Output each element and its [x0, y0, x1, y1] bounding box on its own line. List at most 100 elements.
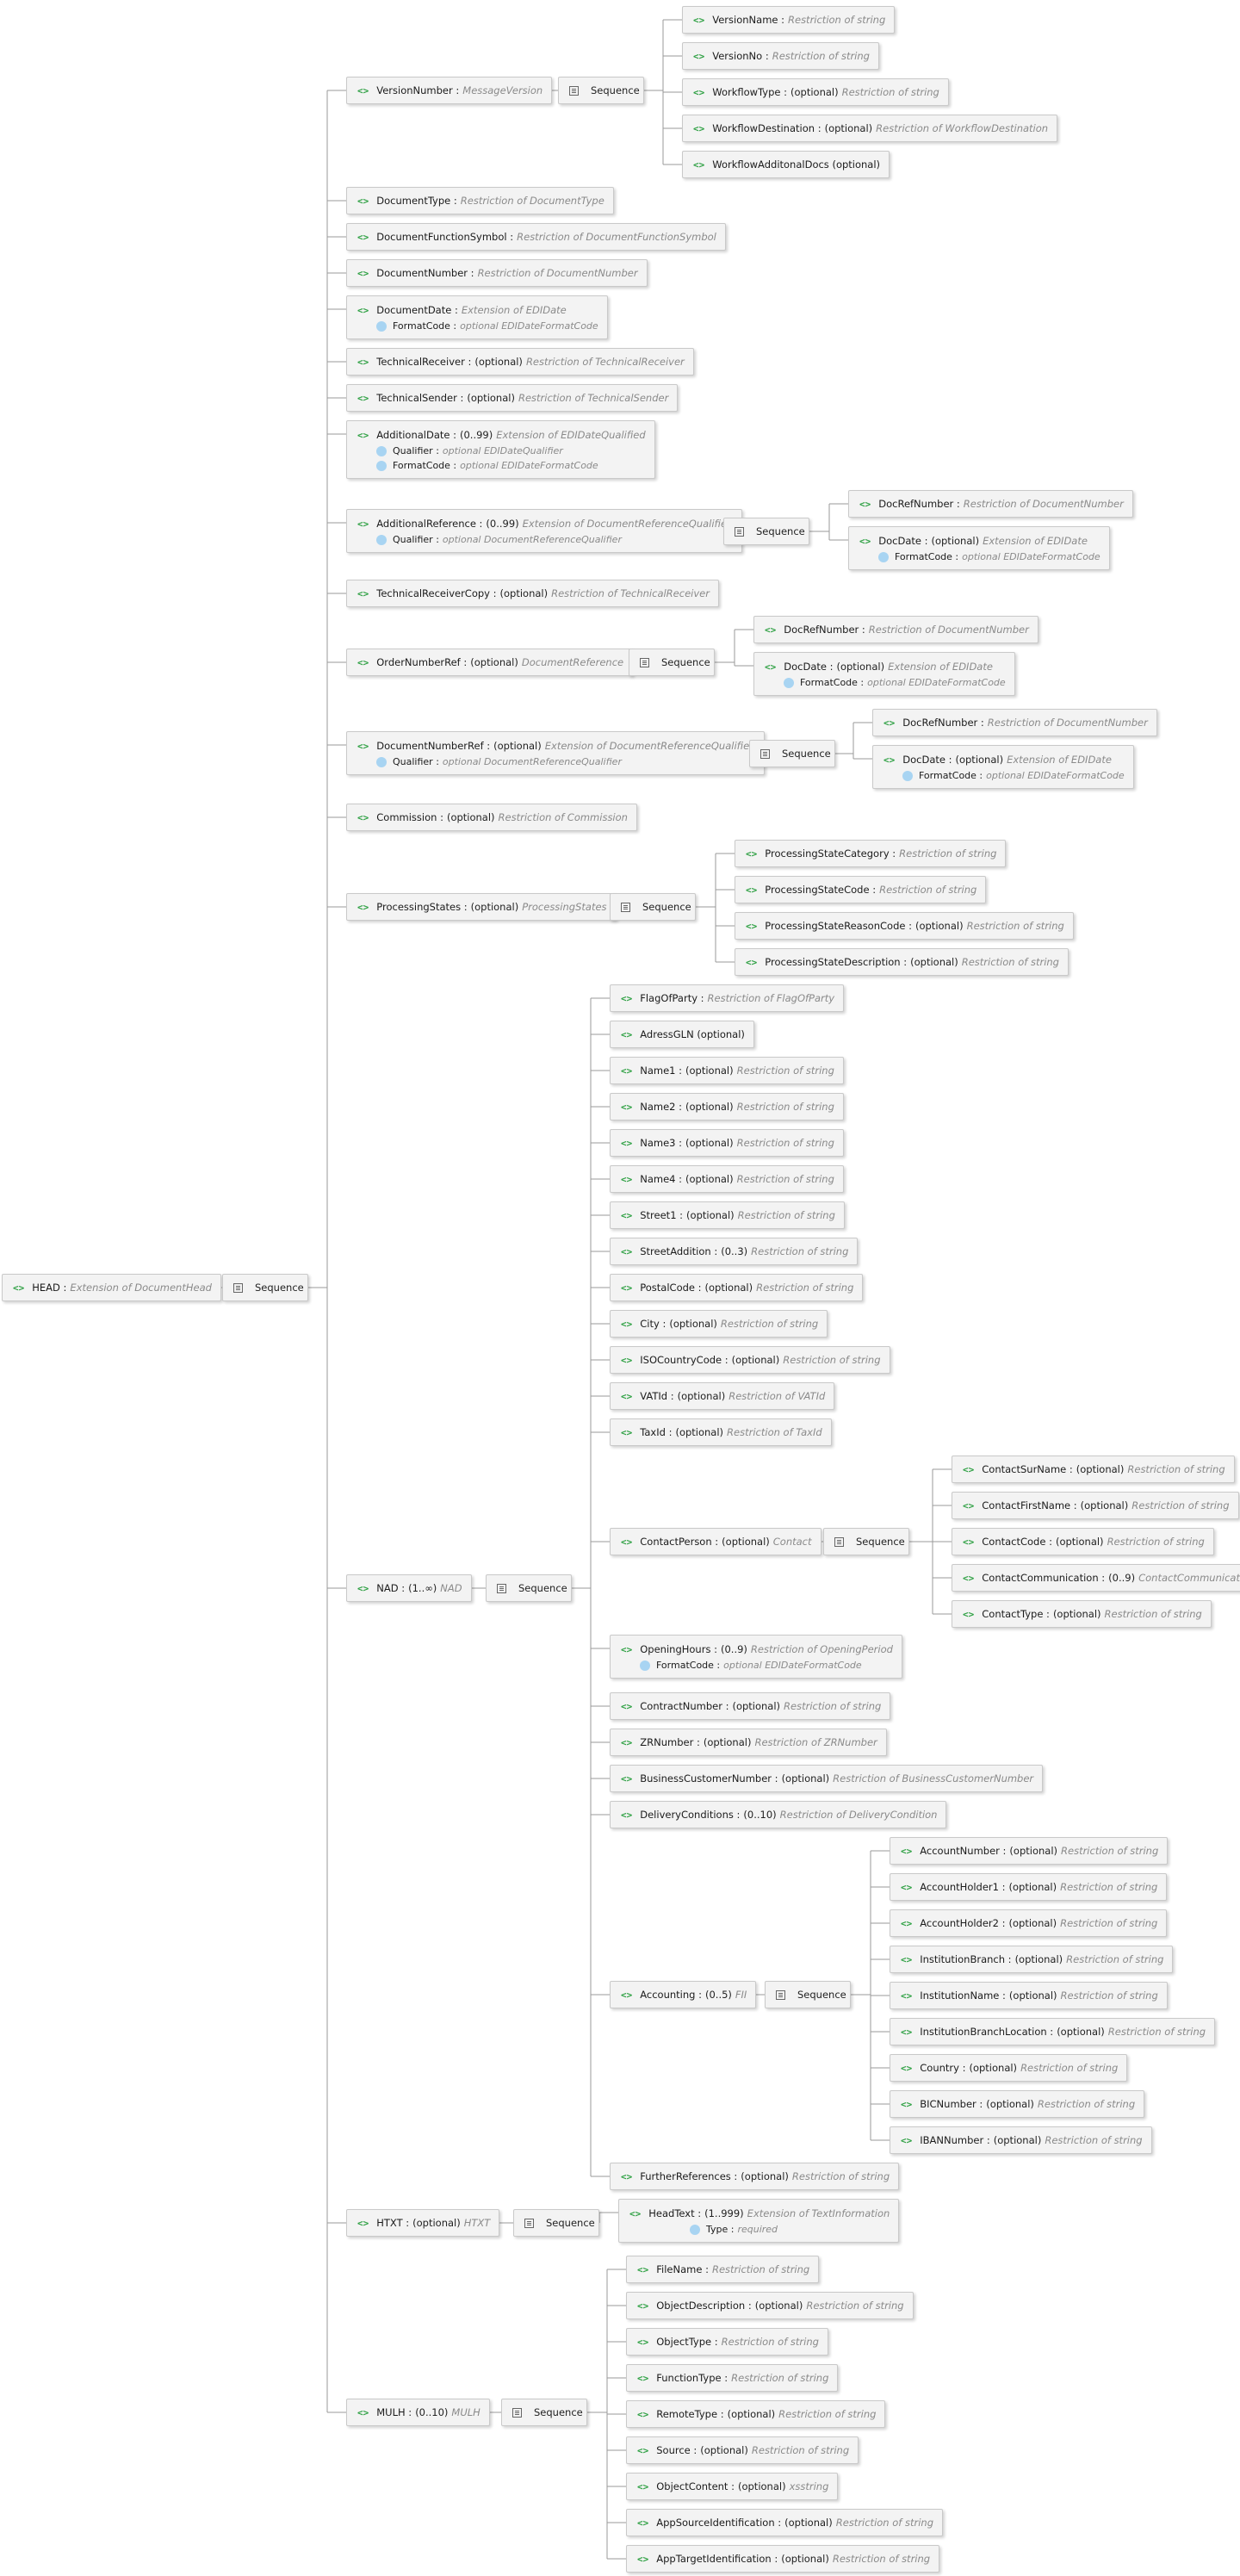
element-node-ad[interactable]: <>AdditionalDate :(0..99)Extension of ED… — [346, 420, 655, 479]
element-node-cp2[interactable]: <>ContactFirstName :(optional)Restrictio… — [952, 1492, 1239, 1519]
sequence-compositor[interactable]: Sequence — [513, 2209, 599, 2237]
element-node-n13[interactable]: <>TaxId :(optional)Restriction of TaxId — [610, 1418, 832, 1446]
sequence-compositor[interactable]: Sequence — [765, 1981, 851, 2008]
sequence-compositor[interactable]: Sequence — [558, 77, 644, 104]
sequence-compositor[interactable]: Sequence — [501, 2399, 587, 2426]
element-node-a3[interactable]: <>AccountHolder2 :(optional)Restriction … — [890, 1909, 1168, 1937]
element-node-ar1[interactable]: <>DocRefNumber :Restriction of DocumentN… — [848, 490, 1133, 518]
element-node-n4[interactable]: <>Name2 :(optional)Restriction of string — [610, 1093, 844, 1120]
element-node-vn5[interactable]: <>WorkflowAdditonalDocs (optional) — [682, 151, 890, 178]
element-node-n5[interactable]: <>Name3 :(optional)Restriction of string — [610, 1129, 844, 1157]
element-node-n1[interactable]: <>FlagOfParty :Restriction of FlagOfPart… — [610, 984, 845, 1012]
element-node-n20[interactable]: <>FurtherReferences :(optional)Restricti… — [610, 2163, 900, 2190]
element-node-vn1[interactable]: <>VersionName :Restriction of string — [682, 6, 896, 34]
element-node-on1[interactable]: <>DocRefNumber :Restriction of DocumentN… — [753, 616, 1038, 643]
element-node-m1[interactable]: <>FileName :Restriction of string — [626, 2256, 820, 2283]
sequence-compositor[interactable]: Sequence — [610, 893, 696, 921]
element-node-htxt[interactable]: <>HTXT :(optional)HTXT — [346, 2209, 500, 2237]
element-node-cp1[interactable]: <>ContactSurName :(optional)Restriction … — [952, 1456, 1235, 1483]
element-node-dnr2[interactable]: <>DocDate :(optional)Extension of EDIDat… — [872, 745, 1134, 789]
element-node-n3[interactable]: <>Name1 :(optional)Restriction of string — [610, 1057, 844, 1084]
element-node-nad[interactable]: <>NAD :(1..∞)NAD — [346, 1574, 472, 1602]
element-node-m2[interactable]: <>ObjectDescription :(optional)Restricti… — [626, 2292, 914, 2319]
element-node-cp4[interactable]: <>ContactCommunication :(0..9)ContactCom… — [952, 1564, 1240, 1592]
element-node-n17[interactable]: <>BusinessCustomerNumber :(optional)Rest… — [610, 1765, 1044, 1792]
separator: : — [675, 1065, 683, 1077]
element-node-dfs[interactable]: <>DocumentFunctionSymbol :Restriction of… — [346, 223, 726, 251]
element-node-com[interactable]: <>Commission :(optional)Restriction of C… — [346, 804, 637, 831]
element-node-tr[interactable]: <>TechnicalReceiver :(optional)Restricti… — [346, 348, 694, 376]
element-node-vn3[interactable]: <>WorkflowType :(optional)Restriction of… — [682, 78, 949, 106]
element-node-ar[interactable]: <>AdditionalReference :(0..99)Extension … — [346, 509, 743, 553]
element-node-n6[interactable]: <>Name4 :(optional)Restriction of string — [610, 1165, 844, 1193]
element-node-a2[interactable]: <>AccountHolder1 :(optional)Restriction … — [890, 1873, 1168, 1901]
element-cardinality: (optional) — [969, 2062, 1018, 2074]
element-node-oh[interactable]: <>OpeningHours :(0..9)Restriction of Ope… — [610, 1635, 902, 1679]
element-node-n11[interactable]: <>ISOCountryCode :(optional)Restriction … — [610, 1346, 890, 1374]
element-node-n10[interactable]: <>City :(optional)Restriction of string — [610, 1310, 828, 1338]
element-node-m7[interactable]: <>ObjectContent :(optional)xsstring — [626, 2473, 839, 2500]
sequence-compositor[interactable]: Sequence — [749, 740, 835, 767]
element-node-a4[interactable]: <>InstitutionBranch :(optional)Restricti… — [890, 1946, 1174, 1973]
element-node-on[interactable]: <>OrderNumberRef :(optional)DocumentRefe… — [346, 649, 634, 676]
element-node-cp5[interactable]: <>ContactType :(optional)Restriction of … — [952, 1600, 1212, 1628]
element-node-ts[interactable]: <>TechnicalSender :(optional)Restriction… — [346, 384, 679, 412]
element-node-dnr[interactable]: <>DocumentNumberRef :(optional)Extension… — [346, 731, 766, 775]
element-node-on2[interactable]: <>DocDate :(optional)Extension of EDIDat… — [753, 652, 1015, 696]
element-node-vn[interactable]: <>VersionNumber :MessageVersion — [346, 77, 553, 104]
element-node-m4[interactable]: <>FunctionType :Restriction of string — [626, 2364, 839, 2392]
element-node-cp3[interactable]: <>ContactCode :(optional)Restriction of … — [952, 1528, 1214, 1555]
element-node-m8[interactable]: <>AppSourceIdentification :(optional)Res… — [626, 2509, 943, 2536]
element-name: ContractNumber — [640, 1700, 722, 1712]
element-node-ht1[interactable]: <>HeadText :(1..999)Extension of TextInf… — [618, 2199, 900, 2243]
element-node-n2[interactable]: <>AdressGLN (optional) — [610, 1021, 754, 1048]
element-node-ps[interactable]: <>ProcessingStates :(optional)Processing… — [346, 893, 617, 921]
element-type: Restriction of string — [1066, 1953, 1164, 1965]
element-node-n7[interactable]: <>Street1 :(optional)Restriction of stri… — [610, 1201, 845, 1229]
sequence-compositor[interactable]: Sequence — [222, 1274, 308, 1301]
element-node-ps3[interactable]: <>ProcessingStateReasonCode :(optional)R… — [735, 912, 1074, 940]
element-node-mulh[interactable]: <>MULH :(0..10)MULH — [346, 2399, 490, 2426]
sequence-compositor[interactable]: Sequence — [629, 649, 715, 676]
element-node-vn2[interactable]: <>VersionNo :Restriction of string — [682, 42, 879, 70]
element-node-m5[interactable]: <>RemoteType :(optional)Restriction of s… — [626, 2400, 886, 2428]
element-node-acc[interactable]: <>Accounting :(0..5)FII — [610, 1981, 757, 2008]
root-node-head[interactable]: <> HEAD : Extension of DocumentHead — [2, 1274, 221, 1301]
element-node-ps4[interactable]: <>ProcessingStateDescription :(optional)… — [735, 948, 1069, 976]
element-node-n15[interactable]: <>ContractNumber :(optional)Restriction … — [610, 1692, 891, 1720]
element-node-m6[interactable]: <>Source :(optional)Restriction of strin… — [626, 2436, 859, 2464]
element-node-a6[interactable]: <>InstitutionBranchLocation :(optional)R… — [890, 2018, 1216, 2045]
sequence-compositor[interactable]: Sequence — [723, 518, 809, 545]
element-name: DeliveryConditions — [640, 1809, 734, 1821]
element-name: InstitutionName — [920, 1989, 1000, 2002]
element-node-dn[interactable]: <>DocumentNumber :Restriction of Documen… — [346, 259, 648, 287]
element-node-n16[interactable]: <>ZRNumber :(optional)Restriction of ZRN… — [610, 1729, 887, 1756]
element-node-m3[interactable]: <>ObjectType :Restriction of string — [626, 2328, 828, 2356]
sequence-compositor[interactable]: Sequence — [486, 1574, 572, 1602]
element-node-a9[interactable]: <>IBANNumber :(optional)Restriction of s… — [890, 2126, 1152, 2154]
element-node-a8[interactable]: <>BICNumber :(optional)Restriction of st… — [890, 2090, 1145, 2118]
element-node-a7[interactable]: <>Country :(optional)Restriction of stri… — [890, 2054, 1128, 2082]
separator: : — [489, 587, 497, 599]
element-node-dt[interactable]: <>DocumentType :Restriction of DocumentT… — [346, 187, 614, 214]
element-node-a5[interactable]: <>InstitutionName :(optional)Restriction… — [890, 1982, 1168, 2009]
sequence-compositor[interactable]: Sequence — [823, 1528, 909, 1555]
element-cardinality: (optional) — [790, 86, 839, 98]
element-node-a1[interactable]: <>AccountNumber :(optional)Restriction o… — [890, 1837, 1169, 1865]
element-node-ps1[interactable]: <>ProcessingStateCategory :Restriction o… — [735, 840, 1007, 867]
element-node-n8[interactable]: <>StreetAddition :(0..3)Restriction of s… — [610, 1238, 859, 1265]
element-node-m9[interactable]: <>AppTargetIdentification :(optional)Res… — [626, 2545, 940, 2573]
element-node-ar2[interactable]: <>DocDate :(optional)Extension of EDIDat… — [848, 526, 1110, 570]
element-node-n9[interactable]: <>PostalCode :(optional)Restriction of s… — [610, 1274, 864, 1301]
element-row: <>Street1 :(optional)Restriction of stri… — [621, 1207, 835, 1224]
element-node-cp[interactable]: <>ContactPerson :(optional)Contact — [610, 1528, 822, 1555]
element-icon: <> — [13, 1282, 25, 1294]
element-node-trc[interactable]: <>TechnicalReceiverCopy :(optional)Restr… — [346, 580, 719, 607]
element-cardinality: (0..99) — [460, 429, 493, 441]
element-node-ps2[interactable]: <>ProcessingStateCode :Restriction of st… — [735, 876, 987, 903]
element-node-vn4[interactable]: <>WorkflowDestination :(optional)Restric… — [682, 115, 1058, 142]
element-node-n12[interactable]: <>VATId :(optional)Restriction of VATId — [610, 1382, 835, 1410]
element-node-dnr1[interactable]: <>DocRefNumber :Restriction of DocumentN… — [872, 709, 1157, 736]
element-node-n18[interactable]: <>DeliveryConditions :(0..10)Restriction… — [610, 1801, 947, 1828]
